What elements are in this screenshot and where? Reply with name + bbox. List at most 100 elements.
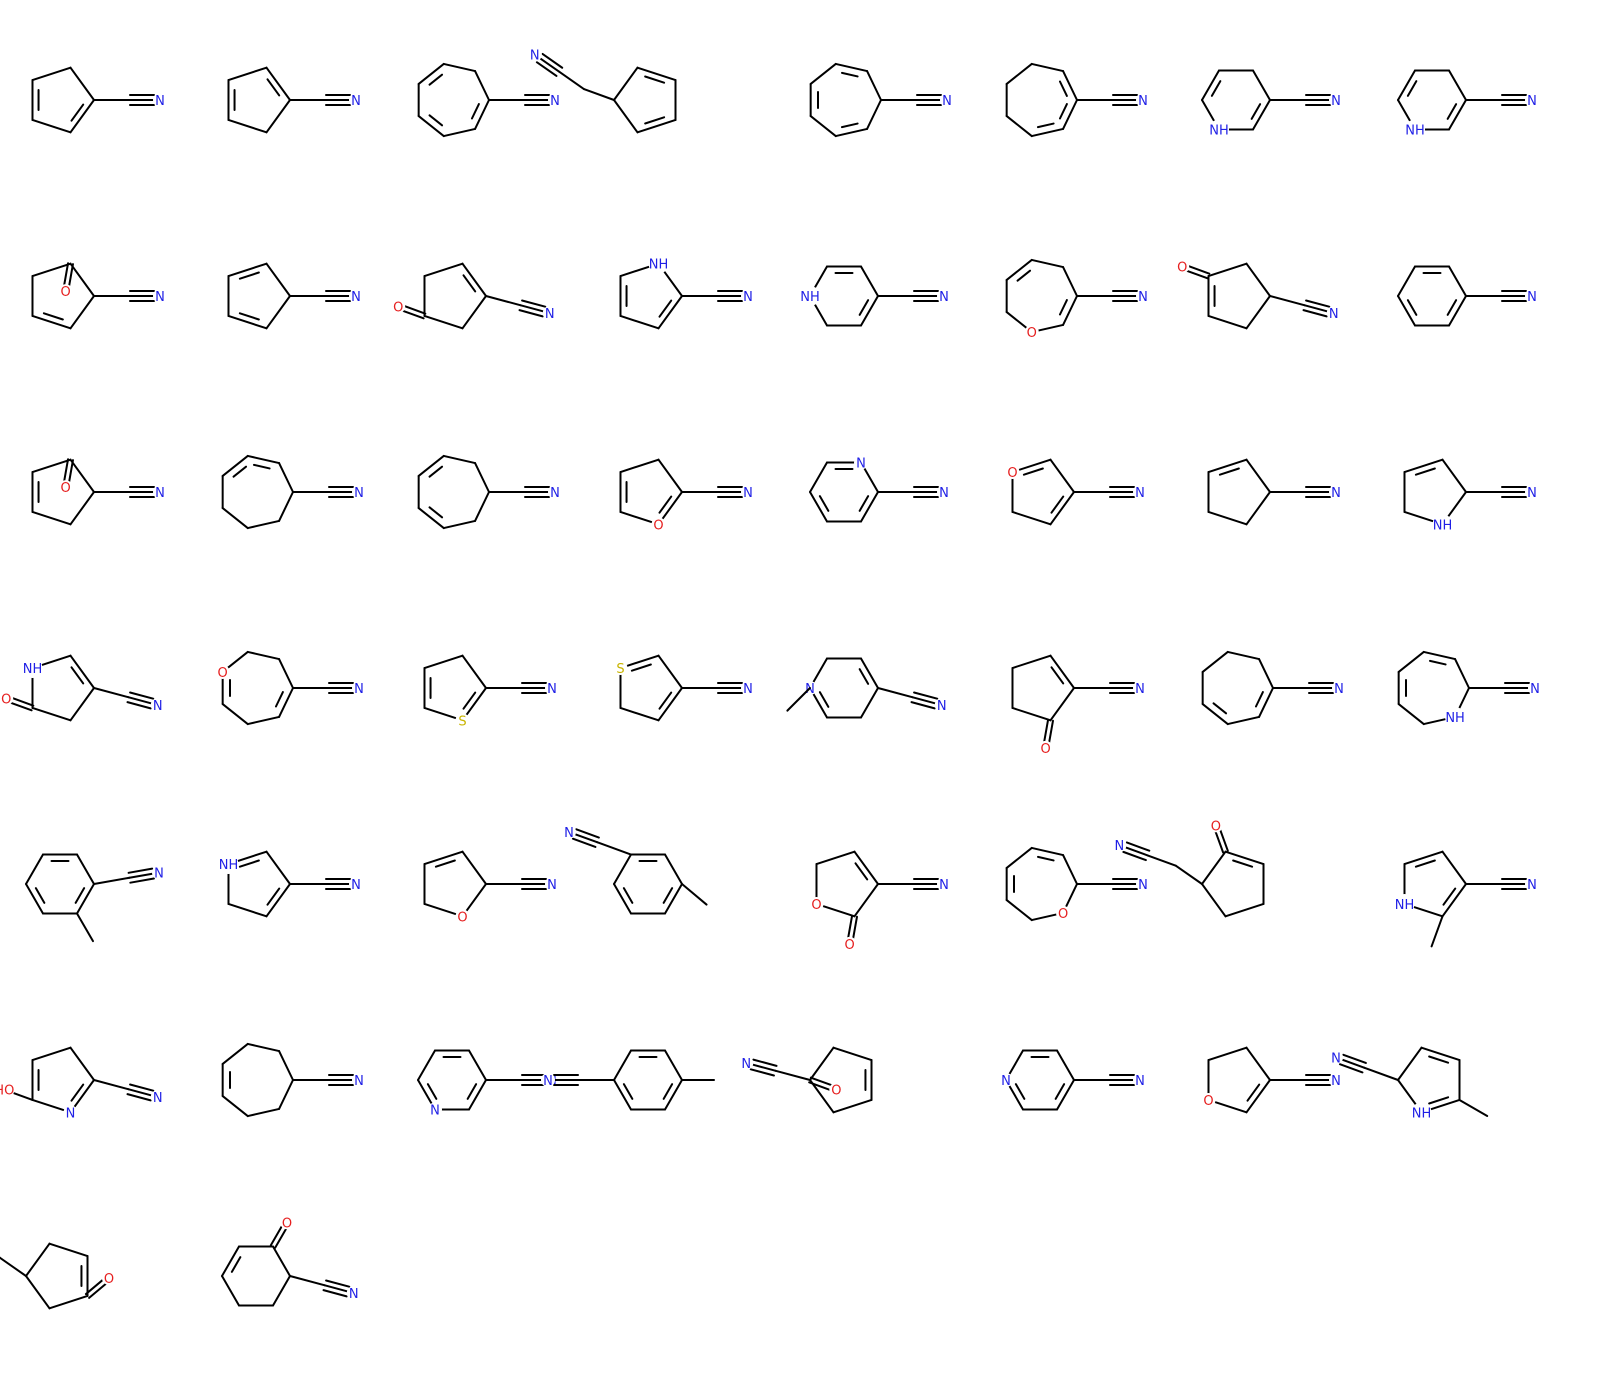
ring-bond	[1030, 846, 1065, 857]
ring-bond	[265, 883, 291, 918]
molecule-6: N	[1005, 62, 1150, 138]
ring-atom-n: N	[66, 1106, 76, 1121]
ring-atom-n: N	[805, 682, 815, 697]
nitrile-triple-bond-3b	[535, 61, 558, 77]
ring-bond	[423, 314, 464, 330]
ring-bond	[246, 1107, 281, 1118]
molecule-14: ON	[1005, 258, 1150, 341]
nitrile-nitrogen: N	[1527, 878, 1537, 893]
molecule-48: NHN	[1328, 1046, 1489, 1123]
ring-bond-inner	[42, 312, 64, 321]
ring-bond	[664, 1049, 683, 1081]
ring-atom-n: N	[1001, 1074, 1011, 1089]
ring-bond	[25, 883, 44, 915]
ring-bond	[76, 883, 95, 915]
methylene-bond	[0, 1256, 27, 1277]
ring-bond	[1005, 846, 1033, 869]
molecule-15: NO	[1175, 259, 1341, 330]
molecule-38: ON	[1005, 846, 1150, 922]
ring-bond	[619, 314, 660, 330]
ring-atom-o-bg	[455, 909, 470, 924]
nitrile-nitrogen-bg	[153, 485, 167, 499]
molecule-50: NO	[221, 1215, 361, 1307]
nitrile-nitrogen-bg	[1136, 877, 1150, 891]
nitrile-triple-bond-3a	[129, 877, 155, 884]
nitrile-triple-bond-3a	[575, 828, 600, 839]
nitrile-nitrogen-bg	[1525, 93, 1539, 107]
ketone-oxygen: O	[282, 1216, 292, 1231]
nitrile-nitrogen: N	[1331, 486, 1341, 501]
nitrile-nitrogen-bg	[151, 865, 166, 880]
molecule-28: SN	[613, 654, 755, 722]
ring-bond	[278, 1079, 294, 1110]
ring-bond	[613, 66, 639, 101]
ring-bond	[474, 491, 490, 522]
ring-bond	[1201, 883, 1227, 918]
ring-bond	[619, 458, 660, 474]
ring-bond	[1049, 687, 1075, 722]
ring-bond	[31, 314, 72, 330]
ring-atom-o-bg	[809, 896, 824, 911]
ring-bond	[423, 850, 464, 866]
nitrile-nitrogen-bg	[937, 289, 951, 303]
nitrile-nitrogen-bg	[1133, 485, 1147, 499]
ring-atom-nh: NH	[1405, 123, 1425, 138]
nitrile-triple-bond	[573, 833, 599, 844]
nitrile-nitrogen: N	[155, 94, 165, 109]
ring-bond	[860, 657, 879, 689]
molecule-30: NO	[1011, 654, 1147, 757]
molecule-1: N	[31, 66, 167, 134]
ring-atom-o: O	[811, 898, 821, 913]
nitrile-nitrogen: N	[550, 486, 560, 501]
ring-bond	[1224, 902, 1265, 918]
ring-bond-inner	[70, 666, 85, 685]
methyl-bond	[1458, 1098, 1489, 1117]
nitrile-nitrogen-bg	[1326, 306, 1341, 321]
nitrile-nitrogen: N	[351, 290, 361, 305]
molecule-31: N	[1201, 650, 1346, 726]
ring-bond-inner	[658, 691, 673, 710]
nitrile-nitrogen-bg	[352, 1073, 366, 1087]
ketone-oxygen-bg	[0, 691, 14, 706]
ring-atom-o: O	[218, 666, 228, 681]
ring-bond	[1245, 1079, 1271, 1114]
ring-bond-inner	[232, 465, 248, 478]
ring-bond	[69, 458, 95, 493]
nitrile-nitrogen-bg	[561, 824, 576, 839]
ring-atom-nh-bg	[800, 286, 820, 306]
ring-bond-inner	[1210, 80, 1222, 97]
nitrile-nitrogen: N	[153, 699, 163, 714]
molecule-9: NO	[31, 262, 167, 330]
ring-bond	[31, 458, 72, 474]
ring-bond-inner	[238, 312, 260, 321]
ring-bond	[613, 1079, 632, 1111]
nitrile-nitrogen-bg	[1136, 289, 1150, 303]
ring-bond-inner	[1428, 1055, 1450, 1064]
ring-bond	[1245, 1046, 1271, 1081]
ring-bond	[832, 1046, 873, 1062]
ring-bond	[832, 1098, 873, 1114]
ring-bond	[1062, 854, 1078, 885]
ring-bond	[442, 519, 477, 530]
ring-bond	[1201, 650, 1229, 673]
nitrile-single-bond	[1363, 1066, 1399, 1081]
ring-bond	[278, 491, 294, 522]
ring-bond	[227, 118, 268, 134]
ring-bond-inner	[840, 122, 859, 129]
ring-bond-inner	[230, 1256, 242, 1273]
ring-atom-n: N	[430, 1103, 440, 1118]
molecule-41: NNHO	[0, 1046, 165, 1121]
ring-bond-inner	[428, 506, 444, 519]
ring-bond-inner	[428, 114, 444, 127]
ketone-oxygen-bg	[1038, 740, 1053, 755]
nitrile-single-bond	[774, 1069, 811, 1081]
ring-bond-inner	[1442, 887, 1457, 906]
nitrile-nitrogen: N	[743, 486, 753, 501]
ring-bond	[31, 706, 72, 722]
molecule-20: ON	[619, 458, 755, 533]
ring-atom-o-bg	[1201, 1092, 1216, 1107]
ring-bond	[1207, 510, 1248, 526]
ring-bond	[1397, 265, 1416, 297]
ring-bond	[613, 99, 639, 134]
ring-atom-n: N	[856, 457, 866, 472]
